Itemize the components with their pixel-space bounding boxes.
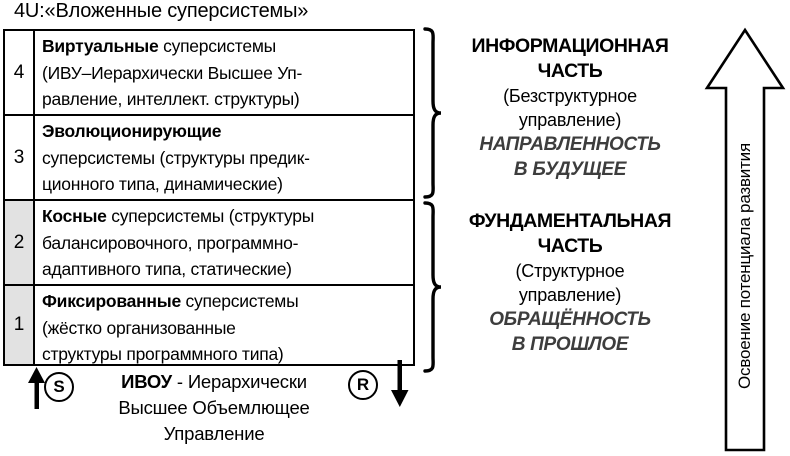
legend-line-1: ИВОУ - Иерархически (78, 369, 350, 395)
fundamental-part-sub-1: (Структурное (515, 261, 625, 281)
level-lead-term: Косные (42, 206, 107, 226)
level-line: балансировочного, программно- (42, 232, 299, 253)
level-number-cell: 2 (5, 201, 35, 284)
page-title: 4U:«Вложенные суперсистемы» (14, 0, 309, 22)
level-number-cell: 3 (5, 116, 35, 199)
fundamental-part-emphasis-1: ОБРАЩЁННОСТЬ (489, 309, 651, 330)
legend-line-2: Высшее Объемлющее (118, 397, 310, 418)
control-down-arrow (391, 360, 409, 407)
fundamental-part-title-2: ЧАСТЬ (537, 235, 603, 257)
information-part-block: ИНФОРМАЦИОННАЯ ЧАСТЬ (Безструктурное упр… (440, 34, 700, 182)
supersystems-table: 4 Виртуальные суперсистемы (ИВУ–Иерархич… (3, 29, 415, 366)
badge-s: S (44, 372, 74, 402)
fundamental-part-title: ФУНДАМЕНТАЛЬНАЯ (468, 210, 672, 232)
feedback-up-arrow (28, 367, 45, 409)
fundamental-part-emphasis-2: В ПРОШЛОЕ (511, 334, 629, 355)
legend-line-1-rest: - Иерархически (171, 371, 307, 392)
legend-acronym: ИВОУ (121, 371, 172, 392)
level-number-cell: 4 (5, 31, 35, 114)
fundamental-part-block: ФУНДАМЕНТАЛЬНАЯ ЧАСТЬ (Структурное управ… (440, 209, 700, 357)
level-line: ционного типа, динамические) (42, 174, 283, 194)
information-part-title: ИНФОРМАЦИОННАЯ (471, 35, 669, 57)
level-line: (ИВУ–Иерархически Высшее Уп- (42, 62, 303, 83)
development-potential-arrow: Освоение потенциала развития (703, 26, 787, 454)
table-row: 1 Фиксированные суперсистемы (жёстко орг… (5, 286, 413, 364)
information-part-emphasis-2: В БУДУЩЕЕ (513, 159, 627, 180)
level-lead-term: Виртуальные (42, 36, 159, 56)
level-line: (жёстко организованные (42, 317, 236, 338)
level-description-cell: Косные суперсистемы (структуры балансиро… (35, 201, 413, 284)
table-row: 2 Косные суперсистемы (структуры баланси… (5, 201, 413, 286)
level-description-cell: Виртуальные суперсистемы (ИВУ–Иерархичес… (35, 31, 413, 114)
level-line: структуры программного типа) (42, 344, 284, 364)
level-lead-rest: суперсистемы (180, 291, 299, 311)
table-row: 4 Виртуальные суперсистемы (ИВУ–Иерархич… (5, 31, 413, 116)
level-description-cell: Эволюционирующие суперсистемы (структуры… (35, 116, 413, 199)
level-line: равление, интеллект. структуры) (42, 89, 300, 109)
level-line: суперсистемы (структуры предик- (42, 147, 310, 168)
information-part-title-2: ЧАСТЬ (537, 60, 603, 82)
information-part-sub-2: управление) (518, 110, 622, 130)
information-part-emphasis-1: НАПРАВЛЕННОСТЬ (479, 134, 661, 155)
legend-block: S R ИВОУ - Иерархически Высшее Объемлюще… (0, 360, 430, 456)
legend-line-3: Управление (163, 423, 265, 444)
level-line: адаптивного типа, статические) (42, 259, 292, 279)
level-number-cell: 1 (5, 286, 35, 364)
level-description-cell: Фиксированные суперсистемы (жёстко орган… (35, 286, 413, 364)
level-lead-rest: суперсистемы (158, 36, 276, 56)
fundamental-part-sub-2: управление) (518, 285, 622, 305)
information-part-sub-1: (Безструктурное (503, 86, 637, 106)
brace-information-part (421, 27, 443, 199)
badge-r: R (348, 370, 378, 400)
legend-text: ИВОУ - Иерархически Высшее Объемлющее Уп… (78, 369, 350, 447)
level-lead-term: Фиксированные (42, 291, 181, 311)
brace-fundamental-part (421, 201, 443, 373)
table-row: 3 Эволюционирующие суперсистемы (структу… (5, 116, 413, 201)
level-lead-rest: суперсистемы (структуры (106, 206, 315, 226)
level-lead-term: Эволюционирующие (42, 121, 222, 141)
